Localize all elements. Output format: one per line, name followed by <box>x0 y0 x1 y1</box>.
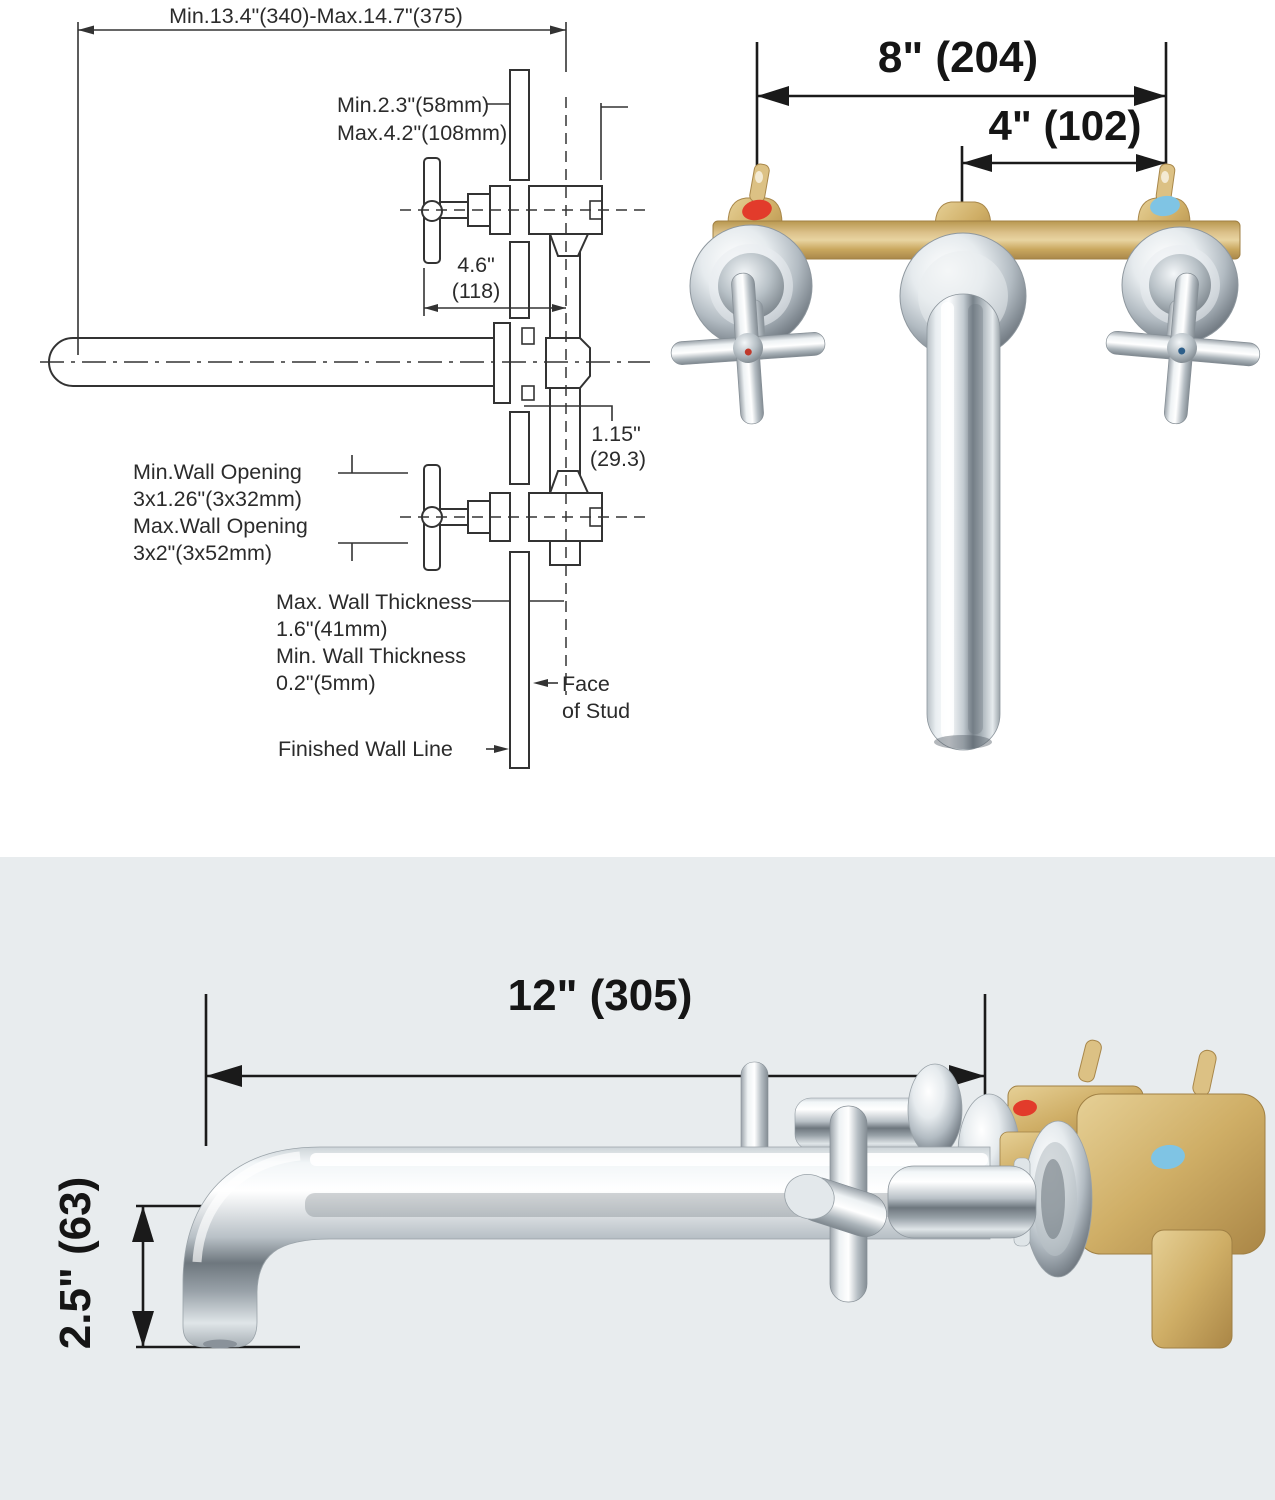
wall-thickness-annotation: Max. Wall Thickness 1.6"(41mm) Min. Wall… <box>276 590 564 695</box>
near-valve-sleeve <box>887 1165 1037 1239</box>
left-cross-handle <box>670 272 826 425</box>
dim-depth: Min.2.3"(58mm) Max.4.2"(108mm) <box>337 93 628 180</box>
top-valve-neck <box>548 233 590 257</box>
right-cross-handle <box>1105 272 1261 425</box>
left-handle-hot-dot <box>744 348 752 356</box>
dim-spout-drop-label: 2.5" (63) <box>51 1177 100 1350</box>
spout-tee-body <box>545 337 591 389</box>
spout-outlet <box>934 735 992 749</box>
wall-thickness-line-1: Max. Wall Thickness <box>276 590 472 614</box>
wall-opening-line-1: Min.Wall Opening <box>133 460 302 484</box>
near-cross-handle <box>784 1105 887 1303</box>
far-escutcheon <box>907 1063 963 1157</box>
dim-spout-reach: 12" (305) <box>204 971 987 1146</box>
finished-wall-annotation: Finished Wall Line <box>278 737 509 761</box>
front-view-photo: 8" (204) 4" (102) <box>670 33 1261 751</box>
dim-handle-to-spout-label: 4" (102) <box>989 102 1142 149</box>
dim-overall-label: Min.13.4"(340)-Max.14.7"(375) <box>169 4 463 28</box>
dim-handle-offset: 4.6" (118) <box>423 253 566 316</box>
spout-side-outlet <box>203 1339 237 1349</box>
bottom-valve-neck <box>548 470 590 494</box>
dim-spout-offset-mm: (29.3) <box>590 447 646 471</box>
wall-thickness-line-3: Min. Wall Thickness <box>276 644 466 668</box>
wall-opening-annotation: Min.Wall Opening 3x1.26"(3x32mm) Max.Wal… <box>133 455 408 565</box>
wall-opening-line-4: 3x2"(3x52mm) <box>133 541 272 565</box>
wall-opening-line-2: 3x1.26"(3x32mm) <box>133 487 302 511</box>
dim-handle-offset-mm: (118) <box>452 279 501 303</box>
dim-spout-offset-in: 1.15" <box>591 422 640 446</box>
dim-handle-spacing: 8" (204) <box>755 33 1168 192</box>
wall-thickness-line-2: 1.6"(41mm) <box>276 617 388 641</box>
face-of-stud-line-2: of Stud <box>562 699 630 723</box>
top-valve-knob <box>421 200 443 222</box>
dim-depth-max-label: Max.4.2"(108mm) <box>337 121 507 145</box>
near-brass-valve <box>1076 1049 1266 1349</box>
dim-handle-spacing-label: 8" (204) <box>878 33 1038 82</box>
top-section-background <box>0 0 1275 857</box>
dim-handle-offset-in: 4.6" <box>457 253 495 277</box>
near-handle-arm-cap <box>784 1174 835 1220</box>
hot-indicator-dot <box>742 199 772 221</box>
wall-thickness-line-4: 0.2"(5mm) <box>276 671 376 695</box>
spout-flange <box>493 322 511 404</box>
cold-indicator-dot <box>1150 195 1180 217</box>
near-escutcheon <box>1023 1120 1093 1278</box>
dim-depth-min-label: Min.2.3"(58mm) <box>337 93 489 117</box>
wall-opening-line-3: Max.Wall Opening <box>133 514 308 538</box>
wall-section <box>509 69 530 769</box>
centerlines <box>40 97 650 695</box>
dim-spout-reach-label: 12" (305) <box>508 971 693 1020</box>
side-hot-indicator-dot <box>1013 1099 1037 1117</box>
far-brass-tab <box>1078 1039 1102 1083</box>
finished-wall-line-label: Finished Wall Line <box>278 737 453 761</box>
face-of-stud-line-1: Face <box>562 672 610 696</box>
spout-front <box>926 293 1001 751</box>
dim-overall: Min.13.4"(340)-Max.14.7"(375) <box>77 4 567 355</box>
technical-drawing: Min.13.4"(340)-Max.14.7"(375) Min.2.3"(5… <box>40 4 650 769</box>
side-view-photo: 12" (305) 2.5" (63) <box>51 971 1266 1350</box>
side-cold-indicator-dot <box>1151 1144 1185 1170</box>
near-brass-drop-leg <box>1151 1229 1233 1349</box>
face-of-stud-annotation: Face of Stud <box>533 672 630 723</box>
right-handle-cold-dot <box>1178 347 1186 355</box>
dim-spout-offset: 1.15" (29.3) <box>524 405 646 471</box>
